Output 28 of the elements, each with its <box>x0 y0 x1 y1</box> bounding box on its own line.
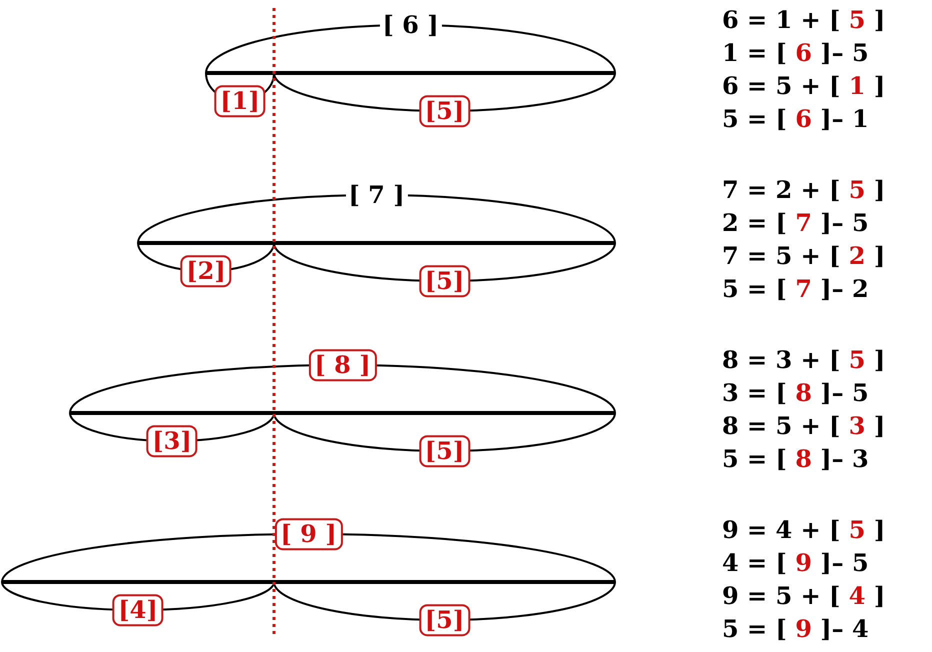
answer-box: [3] <box>146 425 198 457</box>
answer-box: [5] <box>418 435 470 467</box>
equation: 5 = [ 7 ]– 2 <box>722 277 869 301</box>
equation: 9 = 4 + [ 5 ] <box>722 518 886 542</box>
answer-box: [ 8 ] <box>308 349 377 381</box>
total-label: [ 6 ] <box>379 12 442 38</box>
equation: 6 = 5 + [ 1 ] <box>722 74 886 98</box>
answer-box: [5] <box>418 604 470 636</box>
equation: 9 = 5 + [ 4 ] <box>722 584 886 608</box>
equation: 5 = [ 6 ]– 1 <box>722 107 869 131</box>
equation: 5 = [ 8 ]– 3 <box>722 447 869 471</box>
equation: 5 = [ 9 ]– 4 <box>722 617 869 641</box>
answer-box: [ 9 ] <box>274 518 343 550</box>
total-label: [ 7 ] <box>345 182 408 208</box>
equation: 3 = [ 8 ]– 5 <box>722 381 869 405</box>
equation: 8 = 5 + [ 3 ] <box>722 414 886 438</box>
answer-box: [2] <box>180 255 232 287</box>
equation: 8 = 3 + [ 5 ] <box>722 348 886 372</box>
answer-box: [1] <box>214 85 266 117</box>
answer-box: [5] <box>418 95 470 127</box>
equation: 2 = [ 7 ]– 5 <box>722 211 869 235</box>
answer-box: [5] <box>418 265 470 297</box>
equation: 1 = [ 6 ]– 5 <box>722 41 869 65</box>
equation: 7 = 2 + [ 5 ] <box>722 178 886 202</box>
answer-box: [4] <box>112 594 164 626</box>
equation: 6 = 1 + [ 5 ] <box>722 8 886 32</box>
equation: 7 = 5 + [ 2 ] <box>722 244 886 268</box>
equation: 4 = [ 9 ]– 5 <box>722 551 869 575</box>
